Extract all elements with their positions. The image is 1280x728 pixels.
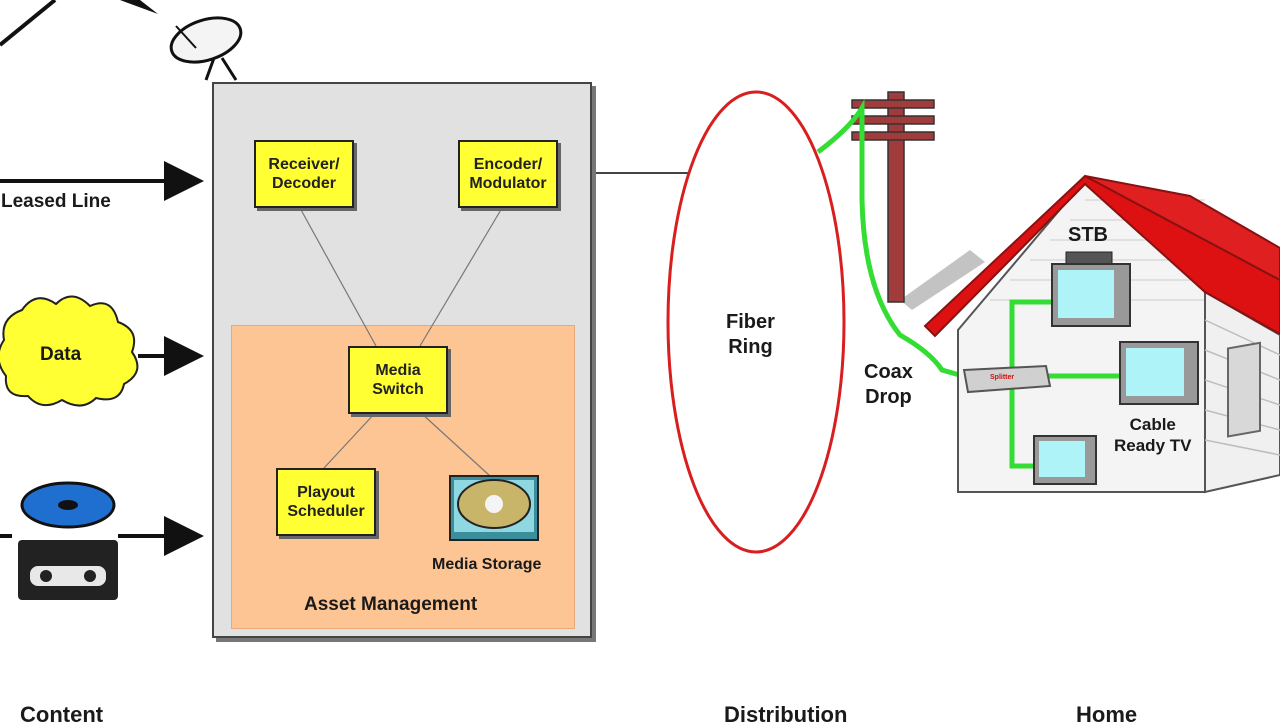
splitter-label: Splitter xyxy=(990,374,1015,381)
disc-icon xyxy=(20,481,116,529)
media-storage-label: Media Storage xyxy=(432,556,542,573)
fiber-ring xyxy=(666,90,846,554)
fiber-ring-label: Fiber Ring xyxy=(726,311,775,358)
tv-cable-ready-icon xyxy=(1119,341,1199,405)
leased-line-label: Leased Line xyxy=(1,191,111,212)
home-wiring xyxy=(1009,299,1124,469)
satellite-uplink xyxy=(0,0,158,47)
section-distribution: Distribution xyxy=(724,702,848,727)
coax-drop-line xyxy=(816,98,971,381)
video-tape-icon xyxy=(18,540,118,600)
stb-label: STB xyxy=(1068,224,1108,246)
section-home: Home xyxy=(1076,702,1138,727)
tv-small-icon xyxy=(1033,435,1097,485)
playout-scheduler-box: Playout Scheduler xyxy=(276,468,376,536)
encoder-modulator-box: Encoder/ Modulator xyxy=(458,140,558,208)
utility-pole-icon xyxy=(851,91,985,310)
coax-drop-label: Coax Drop xyxy=(864,361,913,408)
section-content: Content xyxy=(20,702,104,727)
house-icon xyxy=(923,174,1280,494)
cable-ready-tv-label: Cable Ready TV xyxy=(1114,415,1192,455)
asset-management-label: Asset Management xyxy=(304,594,478,615)
receiver-decoder-box: Receiver/ Decoder xyxy=(254,140,354,208)
splitter-icon xyxy=(962,364,1052,394)
data-label: Data xyxy=(40,344,82,365)
tv-stb-icon xyxy=(1051,263,1131,327)
data-cloud-icon xyxy=(0,295,139,407)
satellite-dish-icon xyxy=(169,16,243,81)
media-switch-box: Media Switch xyxy=(348,346,448,414)
